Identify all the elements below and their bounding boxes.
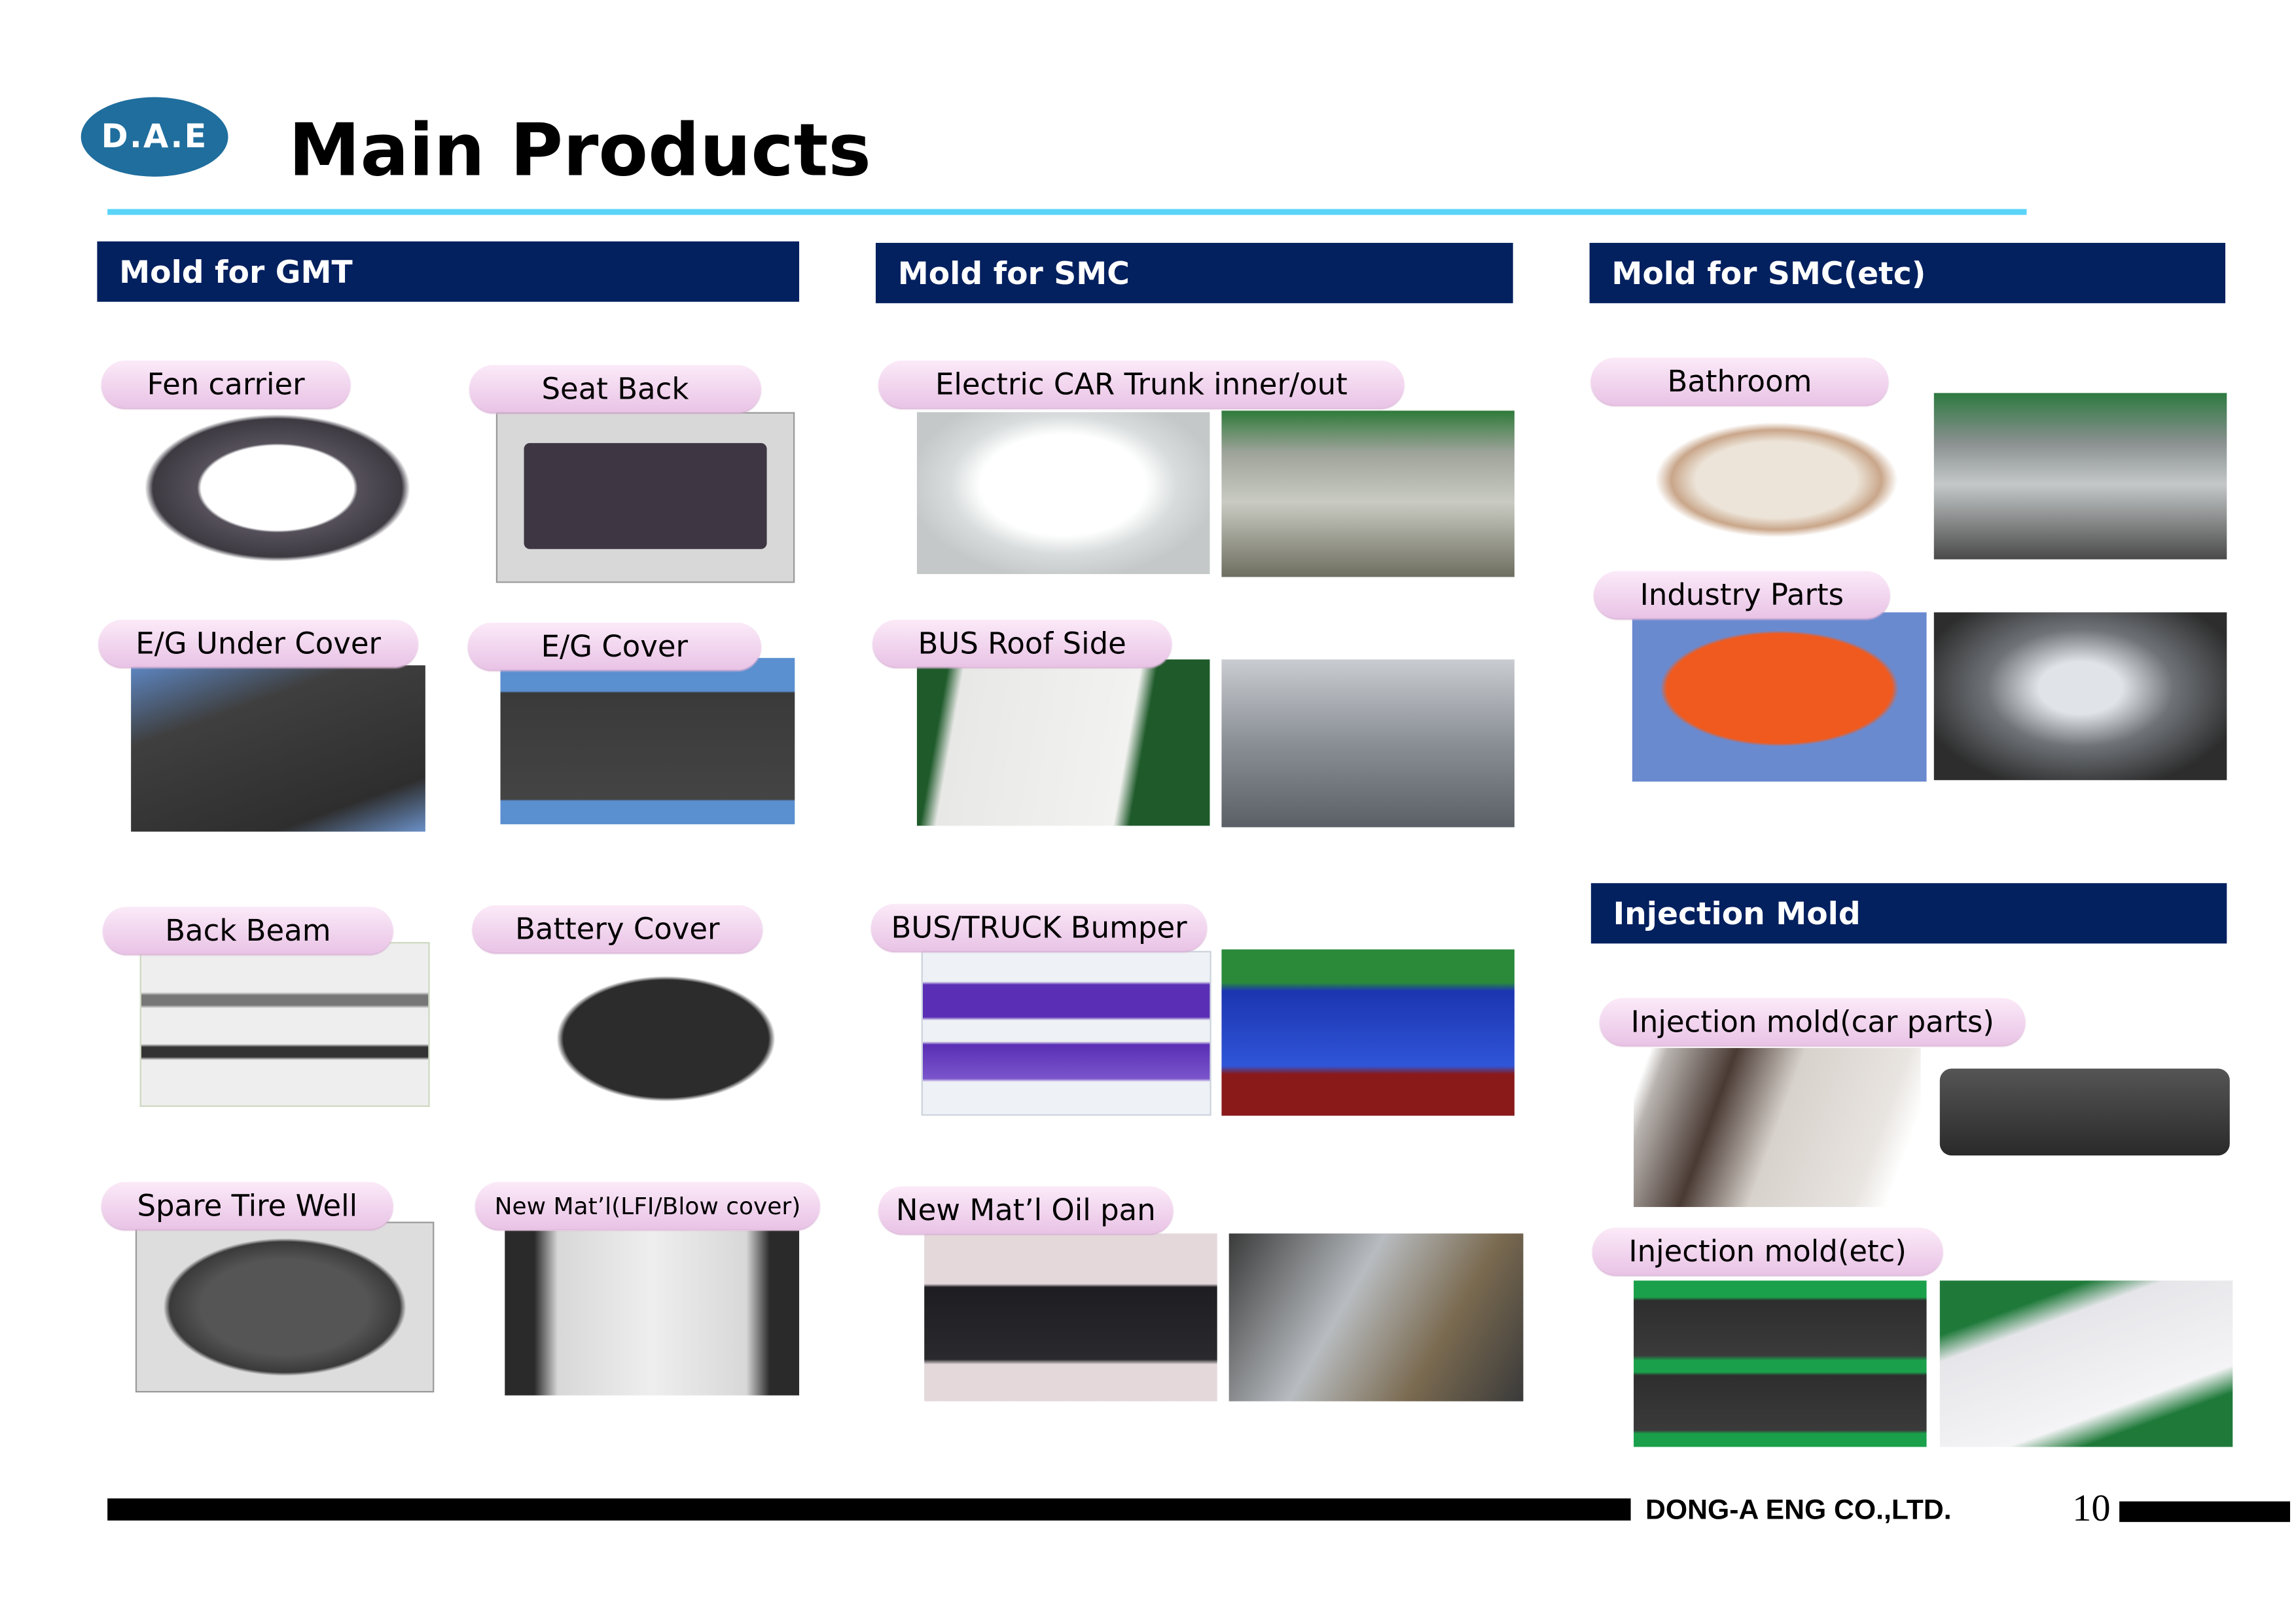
product-label: Fen carrier [101,360,351,408]
product-label: BUS Roof Side [872,619,1172,667]
oil-pan-mold-image [1229,1233,1524,1401]
section-header-smc-etc: Mold for SMC(etc) [1589,243,2226,304]
product-label: Injection mold(etc) [1592,1227,1943,1275]
fen-carrier-image [135,409,420,567]
product-label: Electric CAR Trunk inner/out [878,360,1405,408]
section-title: Injection Mold [1613,895,1861,931]
dashboard-part-image [1939,1068,2230,1156]
eg-under-cover-image [131,665,425,832]
product-label: BUS/TRUCK Bumper [871,903,1207,951]
trunk-part-image [916,412,1210,574]
bathtub-mold-image [1933,393,2227,560]
bathtub-image [1634,412,1920,548]
company-logo: D.A.E [81,97,228,177]
oil-pan-part-image [924,1233,1217,1401]
bumper-mold-image [1221,949,1515,1116]
back-beam-image [139,942,430,1108]
logo-text: D.A.E [101,118,208,156]
section-header-gmt: Mold for GMT [97,241,800,302]
product-label: Battery Cover [472,905,762,952]
section-title: Mold for GMT [119,253,353,289]
title-divider [107,209,2027,215]
page-number: 10 [2072,1487,2111,1530]
trunk-mold-image [1221,410,1515,577]
section-title: Mold for SMC(etc) [1611,255,1926,291]
section-title: Mold for SMC [897,255,1130,291]
product-label: New Mat’l Oil pan [878,1186,1174,1234]
footer-bar-left [107,1498,1631,1521]
footer-bar-right [2119,1501,2290,1523]
section-header-injection: Injection Mold [1590,883,2227,944]
product-label: E/G Under Cover [98,619,418,667]
product-label: Back Beam [103,907,393,954]
product-label: E/G Cover [468,623,761,670]
product-label: Seat Back [469,365,761,412]
footer-company: DONG-A ENG CO.,LTD. [1645,1495,1952,1526]
spare-tire-well-image [135,1221,435,1393]
injection-part-white-image [1939,1280,2233,1447]
bumper-part-image [921,950,1211,1116]
door-trim-image [1634,1048,1921,1207]
product-label: Injection mold(car parts) [1600,998,2026,1045]
industry-part-image [1632,612,1927,782]
product-label: New Mat’l(LFI/Blow cover) [475,1182,820,1229]
battery-cover-image [505,946,798,1115]
section-header-smc: Mold for SMC [875,243,1513,304]
bus-roof-side-part-image [916,659,1210,826]
bus-roof-side-mold-image [1221,659,1515,827]
seat-back-image [495,412,795,583]
eg-cover-image [500,658,795,825]
injection-part-black-image [1634,1280,1927,1447]
product-label: Industry Parts [1594,571,1890,619]
product-label: Bathroom [1590,357,1889,405]
lfi-blow-cover-image [505,1230,800,1396]
industry-mold-image [1933,612,2227,780]
product-label: Spare Tire Well [101,1182,393,1229]
page-title: Main Products [288,109,872,193]
